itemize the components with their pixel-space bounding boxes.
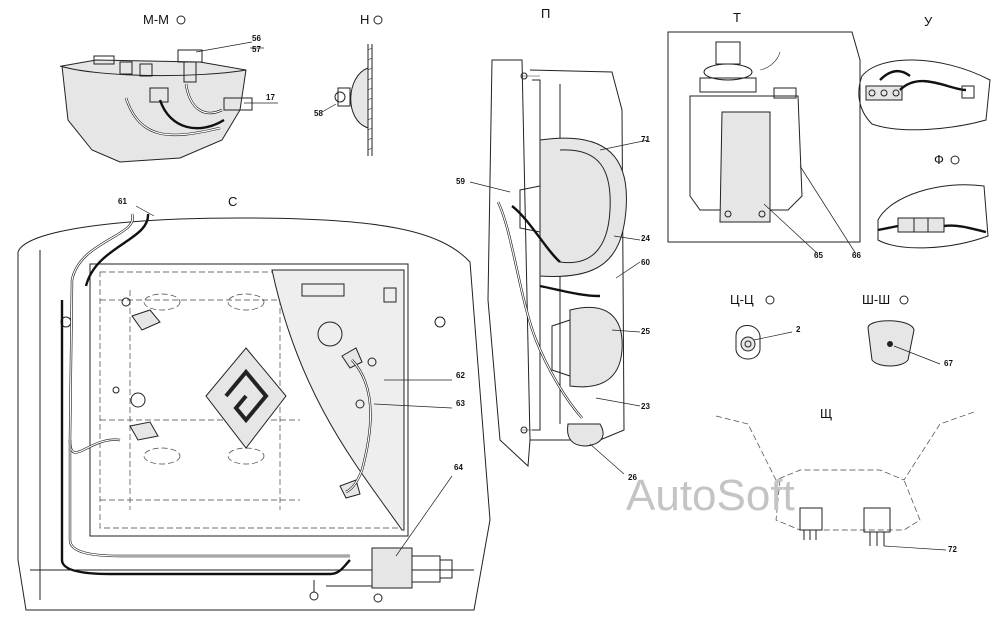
view-ts-ts: Ц-Ц 2 (730, 292, 801, 360)
bracket-shape (719, 111, 771, 223)
callout-65: 65 (814, 251, 823, 260)
callout-64: 64 (454, 463, 463, 472)
view-s: С (17, 194, 491, 611)
view-u-outline (858, 59, 991, 131)
bolt-icon (130, 392, 146, 408)
view-title-shch: Щ (820, 406, 832, 421)
callout-57: 57 (252, 45, 261, 54)
bolt-icon (434, 316, 446, 328)
section-marker-icon (765, 295, 775, 305)
bolt-icon (367, 357, 377, 367)
side-lamp-shape (569, 306, 623, 388)
tank-shape (689, 95, 803, 211)
view-t: Т 65 66 (667, 10, 861, 260)
callout-61: 61 (118, 197, 127, 206)
door-panel-shape (487, 59, 531, 468)
callout-71: 71 (641, 135, 650, 144)
watermark-text: AutoSoft (626, 471, 795, 520)
view-title-ts-ts: Ц-Ц (730, 292, 754, 307)
callout-67: 67 (944, 359, 953, 368)
view-title-p: П (541, 6, 550, 21)
callout-59: 59 (456, 177, 465, 186)
view-title-m-m: М-М (143, 12, 169, 27)
headlamp-shape (539, 137, 627, 277)
callout-17: 17 (266, 93, 275, 102)
callout-26: 26 (628, 473, 637, 482)
view-title-u: У (924, 14, 933, 29)
lamp-reflector-shape (350, 67, 369, 129)
callout-24: 24 (641, 234, 650, 243)
view-sh-sh: Ш-Ш 67 (862, 292, 953, 368)
view-u: У (858, 14, 991, 131)
lower-lamp-shape (567, 423, 604, 447)
callout-72: 72 (948, 545, 957, 554)
callout-66: 66 (852, 251, 861, 260)
section-marker-icon (373, 15, 383, 25)
section-marker-icon (899, 295, 909, 305)
housing-shape (61, 59, 247, 163)
callout-58: 58 (314, 109, 323, 118)
view-title-n: Н (360, 12, 369, 27)
view-title-sh-sh: Ш-Ш (862, 292, 890, 307)
body-outline (17, 217, 491, 611)
callout-2: 2 (796, 325, 801, 334)
callout-62: 62 (456, 371, 465, 380)
view-title-f: Ф (934, 152, 944, 167)
view-m-m: М-М 56 57 17 (59, 12, 278, 163)
view-title-t: Т (733, 10, 741, 25)
handlebar-outline (715, 411, 975, 481)
view-title-s: С (228, 194, 237, 209)
callout-56: 56 (252, 34, 261, 43)
bolt-icon (121, 297, 131, 307)
horn-relay-shape (371, 547, 413, 589)
view-n: Н 58 (314, 12, 383, 156)
view-p: П 59 71 24 60 25 23 26 (456, 6, 650, 482)
callout-23: 23 (641, 402, 650, 411)
view-t-frame (667, 31, 861, 243)
view-f: Ф (877, 152, 989, 249)
callout-25: 25 (641, 327, 650, 336)
section-marker-icon (950, 155, 960, 165)
view-f-outline (877, 184, 989, 249)
callout-63: 63 (456, 399, 465, 408)
section-marker-icon (176, 15, 186, 25)
view-shch: Щ 72 (715, 406, 975, 554)
callout-60: 60 (641, 258, 650, 267)
grommet-shape (740, 336, 756, 352)
cover-panel (271, 269, 405, 531)
